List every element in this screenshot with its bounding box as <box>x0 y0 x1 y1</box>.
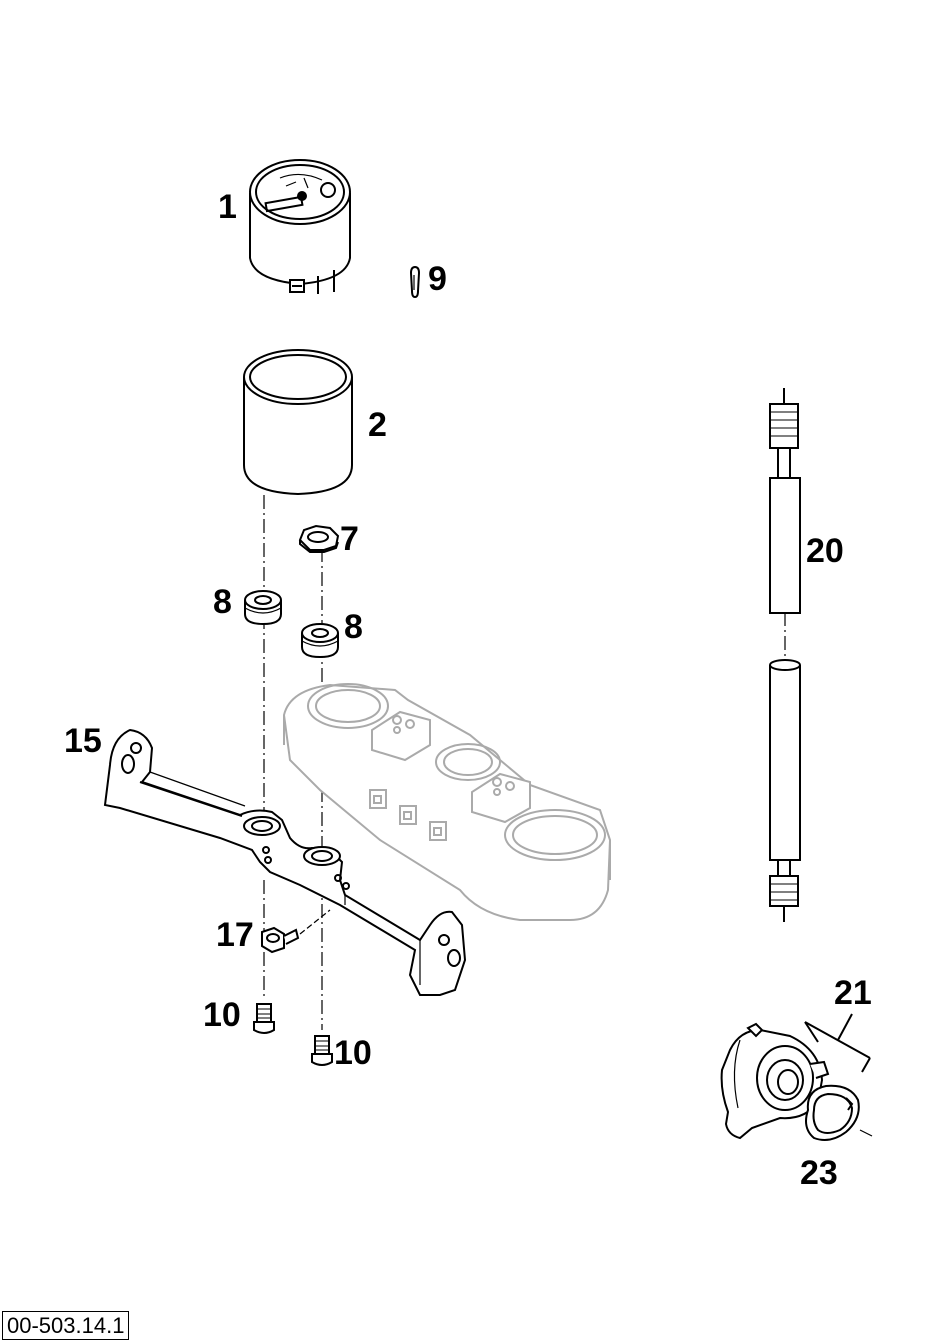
retaining-ring-part <box>805 1084 873 1141</box>
bulb-part <box>409 265 421 299</box>
triple-clamp-ghost <box>282 683 612 921</box>
callout-speedometer: 1 <box>218 188 237 226</box>
bracket-part <box>103 728 467 996</box>
callout-bolt: 17 <box>216 916 254 954</box>
callout-grommet-left: 8 <box>213 583 232 621</box>
cable-part <box>769 388 801 922</box>
callout-retaining-ring: 23 <box>800 1154 838 1192</box>
nut-part <box>298 524 340 553</box>
callout-screw-right: 10 <box>334 1034 372 1072</box>
callout-cover-sleeve: 2 <box>368 406 387 444</box>
callout-nut: 7 <box>340 520 359 558</box>
callout-cable: 20 <box>806 532 844 570</box>
document-number: 00-503.14.1 <box>2 1310 130 1340</box>
screw-right-part <box>311 1035 333 1066</box>
bolt-part <box>261 909 331 954</box>
callout-drive-unit: 21 <box>834 974 872 1012</box>
callout-bulb: 9 <box>428 260 447 298</box>
speedometer-part <box>249 159 351 294</box>
grommet-left-part <box>244 590 282 626</box>
callout-bracket: 15 <box>64 722 102 760</box>
cover-sleeve-part <box>243 349 353 496</box>
drive-unit-part <box>720 1013 871 1140</box>
callout-screw-left: 10 <box>203 996 241 1034</box>
screw-left-part <box>253 1003 275 1034</box>
callout-grommet-right: 8 <box>344 608 363 646</box>
grommet-right-part <box>301 623 339 659</box>
